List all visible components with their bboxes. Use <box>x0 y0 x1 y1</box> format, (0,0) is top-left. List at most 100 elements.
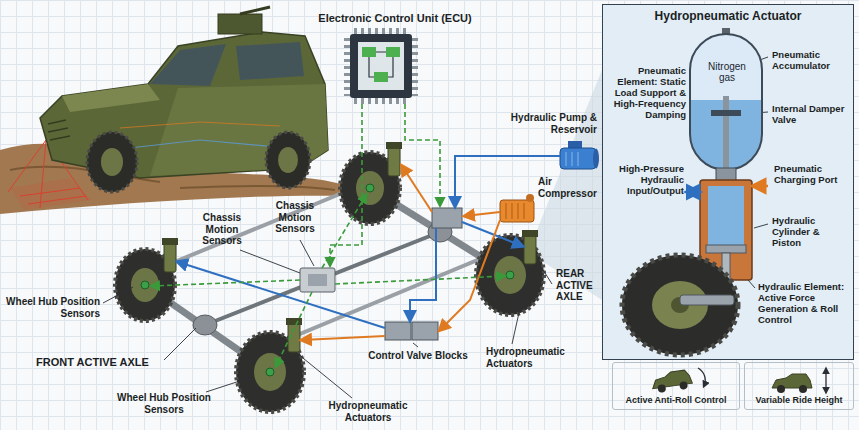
part-label: Chassis Motion Sensors <box>262 200 328 235</box>
panel-ground <box>602 4 854 360</box>
ride-height-icon <box>799 385 807 393</box>
vehicle-illustration <box>278 147 298 173</box>
inset-wheel <box>680 295 734 305</box>
ecu-chip <box>412 38 418 96</box>
hydraulic-line <box>178 156 560 328</box>
ecu-chip <box>358 42 404 90</box>
actuator <box>286 318 302 325</box>
vehicle-illustration <box>112 140 288 150</box>
chassis-frame <box>193 315 217 335</box>
accumulator <box>690 28 762 182</box>
tilt-vehicle-icon <box>651 369 693 393</box>
part-label: FRONT ACTIVE AXLE <box>36 356 166 369</box>
air-compressor <box>500 194 534 222</box>
port-arrow <box>688 191 698 194</box>
part-label: Hydraulic Pump & Reservoir <box>505 112 597 135</box>
accumulator <box>723 96 729 170</box>
part-label: REAR ACTIVE AXLE <box>556 268 602 303</box>
leader-line <box>413 343 418 347</box>
vehicle-illustration <box>101 148 123 176</box>
node-text: Active Anti-Roll Control <box>616 395 736 405</box>
ecu-chip <box>374 72 388 82</box>
tilt-vehicle-icon <box>657 384 666 393</box>
ecu-chip <box>386 47 400 57</box>
air-compressor <box>526 194 534 202</box>
leader-line <box>240 250 300 273</box>
ride-height-icon <box>772 374 812 388</box>
wheel <box>494 256 526 294</box>
actuator <box>522 230 538 237</box>
pneumatic-line <box>302 166 500 340</box>
chassis-frame <box>308 274 327 286</box>
pneumatic-line <box>440 220 500 330</box>
ecu-chip <box>354 98 410 104</box>
leader-line <box>103 57 768 398</box>
node-text: Nitrogen gas <box>701 61 753 83</box>
actuator <box>388 146 400 176</box>
hydraulic-cylinder <box>708 186 744 246</box>
part-label: Chassis Motion Sensors <box>188 212 256 247</box>
ecu-module: Electronic Control Unit (ECU) <box>290 12 500 104</box>
leader-line <box>164 328 196 360</box>
wheel <box>115 152 544 412</box>
ride-height-icon <box>777 385 785 393</box>
ecu-chip <box>362 47 376 57</box>
signal-line <box>322 195 366 268</box>
accumulator <box>690 34 762 170</box>
vehicle-illustration <box>266 132 310 188</box>
vehicle-illustration <box>266 132 310 188</box>
hub-sensor <box>266 368 274 376</box>
vehicle-illustration <box>10 178 92 210</box>
actuator <box>162 238 178 245</box>
leader-line <box>298 354 352 398</box>
hub-sensor <box>506 271 514 279</box>
pneumatic-line <box>465 212 500 216</box>
actuator <box>164 242 176 272</box>
wheel <box>476 235 544 315</box>
vehicle-illustration <box>150 44 226 86</box>
signal-line <box>276 292 312 366</box>
part-label: Hydraulic Element: Active Force Generati… <box>758 282 850 326</box>
leader-line <box>748 280 755 288</box>
part-label: Pneumatic Charging Port <box>774 164 850 186</box>
hydraulic-pump <box>593 149 599 169</box>
hydraulic-line <box>410 228 436 320</box>
part-label: Pneumatic Accumulator <box>772 50 850 72</box>
wheel <box>356 171 384 205</box>
signal-line <box>335 276 504 284</box>
hub-sensor <box>141 184 514 376</box>
vehicle-illustration <box>87 132 137 192</box>
tilt-vehicle-icon <box>679 381 688 390</box>
vehicle-illustration <box>48 120 70 140</box>
vehicle-illustration <box>62 84 160 112</box>
node-text: Electronic Control Unit (ECU) <box>290 12 500 25</box>
hydraulic-pump <box>566 152 578 166</box>
leader-line <box>754 224 768 228</box>
valve-block <box>412 322 438 340</box>
feature-box: Variable Ride Height <box>744 362 854 410</box>
panel-ground <box>602 4 854 360</box>
inset-wheel <box>622 255 738 355</box>
leader-line <box>300 240 314 266</box>
vehicle-illustration <box>236 42 304 80</box>
inset-wheel <box>622 255 738 355</box>
vehicle-illustration <box>87 132 137 192</box>
valve-block <box>432 208 462 228</box>
signal-line <box>152 104 504 366</box>
vehicle-illustration <box>0 7 345 214</box>
hydraulic-line <box>178 262 385 328</box>
valve-block <box>385 322 411 340</box>
hydraulic-pump <box>560 141 599 169</box>
leader-line <box>103 287 133 303</box>
feature-box: Active Anti-Roll Control <box>612 362 740 410</box>
node-text: Variable Ride Height <box>748 395 850 405</box>
part-label: Pneumatic Element: Static Load Support &… <box>604 66 686 121</box>
actuator <box>524 234 536 264</box>
wheel <box>254 353 286 391</box>
tilt-vehicle-icon <box>651 368 705 394</box>
inset-wheel <box>622 255 738 355</box>
part-label: Hydropneumatic Actuators <box>318 400 418 423</box>
part-label: Control Valve Blocks <box>360 350 476 362</box>
pneumatic-line <box>302 336 385 340</box>
